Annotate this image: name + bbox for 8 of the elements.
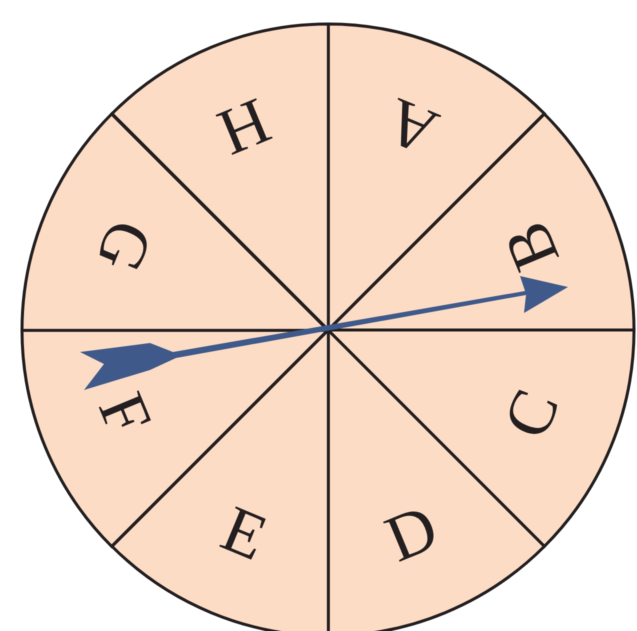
sector-letter: H	[208, 86, 278, 166]
sector-letter: C	[492, 381, 570, 448]
sector-letter: F	[86, 384, 162, 444]
sector-letter: G	[84, 211, 164, 280]
sector-letter: B	[492, 212, 570, 279]
sector-letter: D	[378, 494, 447, 574]
sector-letter: A	[378, 86, 447, 166]
sector-letter: E	[212, 495, 276, 572]
